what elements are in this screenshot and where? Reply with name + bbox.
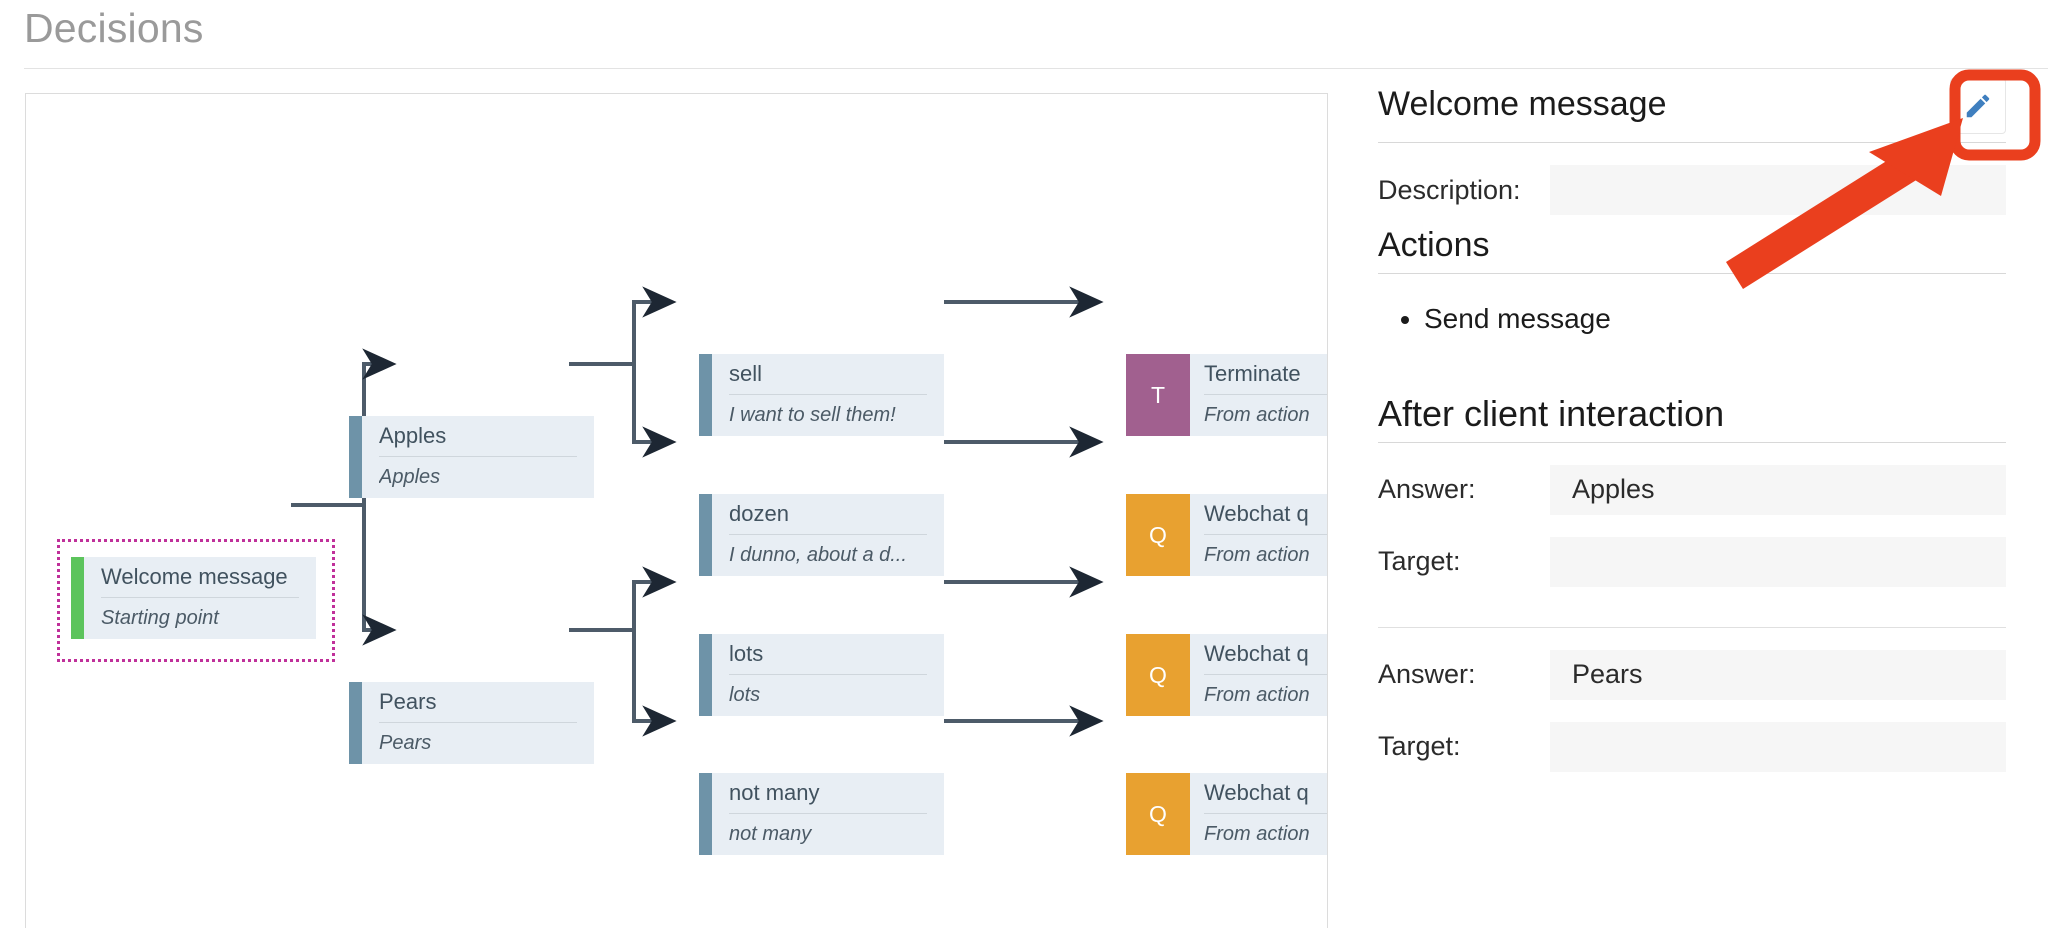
node-title: Welcome message — [101, 557, 299, 598]
node-body: Webchat q From action — [1190, 773, 1327, 855]
flow-node-webchat-3[interactable]: Q Webchat q From action — [1126, 773, 1327, 855]
flow-node-webchat-2[interactable]: Q Webchat q From action — [1126, 634, 1327, 716]
node-accent-bar — [699, 634, 712, 716]
actions-divider — [1378, 273, 2006, 274]
node-title: dozen — [729, 494, 927, 535]
node-title: Pears — [379, 682, 577, 723]
node-badge-webchat-2: Q — [1126, 634, 1190, 716]
flow-node-not-many[interactable]: not many not many — [699, 773, 944, 855]
node-body: lots lots — [712, 634, 944, 716]
node-accent-bar — [699, 494, 712, 576]
actions-heading: Actions — [1378, 226, 1490, 264]
node-title: not many — [729, 773, 927, 814]
node-subtitle: From action — [1204, 544, 1310, 566]
target-row: Target: — [1378, 721, 2006, 772]
node-title: Webchat q — [1204, 773, 1327, 814]
node-subtitle: Starting point — [101, 607, 219, 629]
edit-button[interactable] — [1950, 78, 2006, 134]
node-badge-webchat-1: Q — [1126, 494, 1190, 576]
answer-group-divider — [1378, 626, 2006, 628]
connector-layer — [291, 286, 1104, 737]
node-subtitle: From action — [1204, 823, 1310, 845]
node-title: Terminate — [1204, 354, 1327, 395]
node-accent-bar — [349, 416, 362, 498]
answer-row: Answer: Pears — [1378, 649, 2006, 700]
flow-node-lots[interactable]: lots lots — [699, 634, 944, 716]
after-interaction-heading: After client interaction — [1378, 392, 1725, 434]
panel-title: Welcome message — [1378, 85, 1667, 123]
answer-row: Answer: Apples — [1378, 464, 2006, 515]
target-row: Target: — [1378, 536, 2006, 587]
node-title: Apples — [379, 416, 577, 457]
node-subtitle: From action — [1204, 684, 1310, 706]
after-interaction-divider — [1378, 441, 2006, 443]
node-subtitle: Apples — [379, 466, 441, 488]
answer-label: Answer: — [1378, 659, 1476, 690]
page-title: Decisions — [24, 5, 204, 51]
target-label: Target: — [1378, 546, 1461, 577]
actions-list: Send message — [1378, 300, 2006, 338]
node-body: Webchat q From action — [1190, 494, 1327, 576]
description-label: Description: — [1378, 174, 1521, 205]
node-accent-bar — [349, 682, 362, 764]
node-body: dozen I dunno, about a d... — [712, 494, 944, 576]
node-title: sell — [729, 354, 927, 395]
flow-node-sell[interactable]: sell I want to sell them! — [699, 354, 944, 436]
flow-node-webchat-1[interactable]: Q Webchat q From action — [1126, 494, 1327, 576]
action-item[interactable]: Send message — [1424, 300, 2006, 338]
node-badge-webchat-3: Q — [1126, 773, 1190, 855]
node-title: Webchat q — [1204, 634, 1327, 675]
panel-title-divider — [1378, 142, 2006, 143]
node-subtitle: not many — [729, 823, 812, 845]
target-label: Target: — [1378, 731, 1461, 762]
answer-value[interactable]: Apples — [1550, 464, 2006, 515]
node-subtitle: From action — [1204, 404, 1310, 426]
node-accent-bar — [699, 773, 712, 855]
node-body: Webchat q From action — [1190, 634, 1327, 716]
node-body: not many not many — [712, 773, 944, 855]
node-subtitle: Pears — [379, 732, 432, 754]
node-accent-bar — [71, 557, 84, 639]
target-value[interactable] — [1550, 721, 2006, 772]
panel-header: Welcome message — [1378, 78, 2006, 142]
target-value[interactable] — [1550, 536, 2006, 587]
title-divider — [24, 68, 2048, 69]
node-subtitle: lots — [729, 684, 761, 706]
node-badge-terminate: T — [1126, 354, 1190, 436]
description-value[interactable] — [1550, 165, 2006, 215]
answer-value[interactable]: Pears — [1550, 649, 2006, 700]
node-body: sell I want to sell them! — [712, 354, 944, 436]
description-row: Description: — [1378, 165, 2006, 215]
flow-node-dozen[interactable]: dozen I dunno, about a d... — [699, 494, 944, 576]
node-title: Webchat q — [1204, 494, 1327, 535]
node-subtitle: I want to sell them! — [729, 404, 896, 426]
node-title: lots — [729, 634, 927, 675]
pencil-icon — [1966, 94, 1990, 118]
details-panel: Welcome message Description: Actions Sen… — [1378, 78, 2006, 772]
node-accent-bar — [699, 354, 712, 436]
node-subtitle: I dunno, about a d... — [729, 544, 907, 566]
answer-label: Answer: — [1378, 474, 1476, 505]
